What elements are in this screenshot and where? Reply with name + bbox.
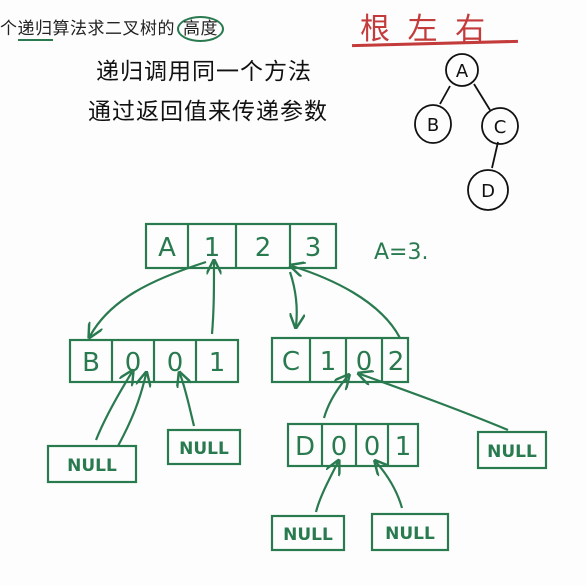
page-title: 个递归算法求二叉树的高度 bbox=[0, 14, 224, 42]
title-underlined-word: 递归 bbox=[17, 19, 53, 41]
tree-node-a bbox=[445, 53, 479, 87]
cell-c-0: C bbox=[282, 347, 300, 377]
null-label-b-right: NULL bbox=[179, 439, 229, 459]
tree-edge-a-b bbox=[439, 85, 451, 105]
title-middle: 算法求二叉树的 bbox=[52, 19, 175, 39]
arrow-a-to-c bbox=[290, 271, 297, 326]
tree-node-d bbox=[467, 169, 509, 211]
null-box-d-right bbox=[370, 512, 450, 552]
null-box-b-right bbox=[166, 428, 242, 466]
cell-c-1: 1 bbox=[320, 347, 337, 377]
cell-b-2: 0 bbox=[167, 348, 184, 378]
null-box-b-left bbox=[46, 444, 138, 484]
tree-edge-a-c bbox=[473, 83, 491, 111]
box-a bbox=[144, 222, 338, 270]
tree-label-b: B bbox=[427, 115, 439, 136]
null-label-b-left: NULL bbox=[67, 456, 117, 476]
cell-a-1: 1 bbox=[204, 233, 221, 263]
a-height-result: A=3. bbox=[374, 240, 429, 265]
cell-a-0: A bbox=[158, 233, 176, 263]
arrow-a-to-b bbox=[90, 260, 207, 336]
box-d bbox=[286, 422, 420, 468]
arrow-null-to-b-right-slot bbox=[117, 374, 146, 447]
arrow-c-return-a bbox=[292, 266, 401, 339]
cell-b-3: 1 bbox=[209, 348, 226, 378]
null-label-d-right: NULL bbox=[385, 524, 435, 544]
cell-b-1: 0 bbox=[125, 348, 142, 378]
null-box-d-left bbox=[270, 514, 346, 552]
arrow-d-return-c bbox=[322, 376, 348, 419]
note-pass-return-values: 通过返回值来传递参数 bbox=[88, 99, 328, 125]
arrow-b-return-a bbox=[212, 262, 214, 335]
cell-d-3: 1 bbox=[395, 432, 412, 462]
note-recursion-same-method: 递归调用同一个方法 bbox=[96, 59, 312, 85]
cell-d-1: 0 bbox=[331, 432, 348, 462]
cell-d-2: 0 bbox=[364, 432, 381, 462]
arrow-null-to-b-left bbox=[94, 372, 132, 441]
cell-a-2: 2 bbox=[255, 233, 272, 263]
tree-node-b bbox=[414, 104, 452, 144]
cell-b-0: B bbox=[82, 348, 100, 378]
cell-d-0: D bbox=[295, 432, 315, 462]
tree-edge-c-d bbox=[491, 141, 499, 169]
tree-node-c bbox=[481, 107, 519, 145]
arrow-null-to-d-right bbox=[376, 462, 404, 509]
mini-tree bbox=[414, 53, 519, 211]
arrow-null-to-c bbox=[360, 374, 509, 432]
null-label-c-right: NULL bbox=[487, 442, 537, 462]
null-box-c-right bbox=[476, 430, 548, 470]
arrow-null-to-b-last bbox=[180, 374, 196, 427]
tree-label-d: D bbox=[481, 181, 495, 202]
title-circled-word: 高度 bbox=[177, 16, 224, 42]
tree-label-a: A bbox=[456, 61, 469, 82]
title-prefix: 个 bbox=[0, 19, 18, 39]
arrow-null-to-d-left bbox=[314, 462, 338, 513]
null-label-d-left: NULL bbox=[283, 525, 333, 545]
cell-c-3: 2 bbox=[388, 347, 405, 377]
cell-a-3: 3 bbox=[305, 233, 322, 263]
cell-c-2: 0 bbox=[356, 347, 373, 377]
tree-label-c: C bbox=[494, 117, 507, 138]
